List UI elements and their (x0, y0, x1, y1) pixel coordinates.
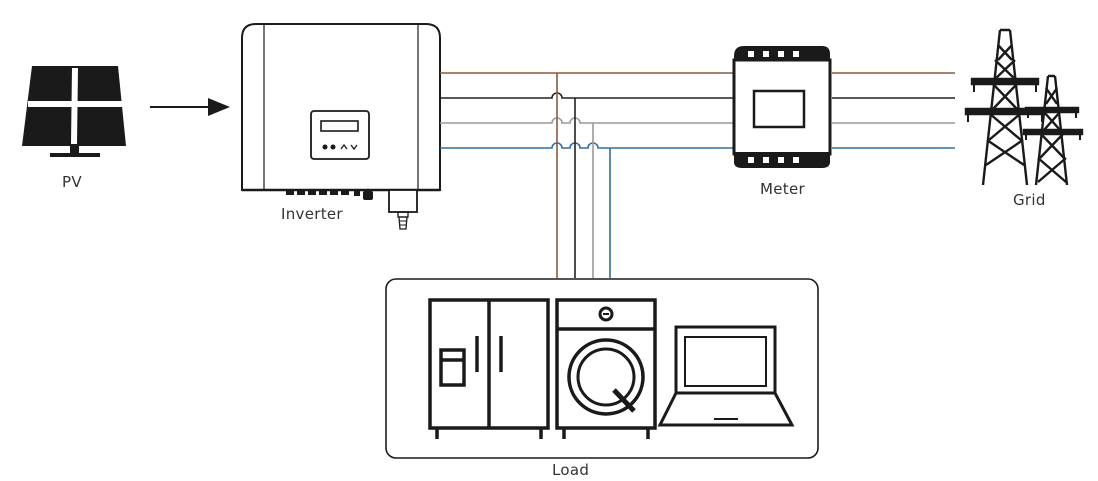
washing-machine-icon (555, 298, 657, 439)
energy-meter-icon (732, 46, 832, 168)
solar-panel-icon (22, 66, 126, 157)
arrow-right-icon (150, 98, 230, 116)
line-l3 (440, 117, 955, 124)
laptop-icon (657, 325, 795, 427)
meter-label: Meter (760, 180, 805, 198)
line-neutral (440, 142, 955, 149)
inverter-icon (241, 23, 441, 230)
line-l2 (440, 92, 955, 99)
load-box (385, 278, 819, 459)
grid-label: Grid (1013, 191, 1046, 209)
pv-label: PV (62, 173, 82, 191)
refrigerator-icon (428, 298, 550, 439)
power-lines (440, 72, 955, 278)
inverter-label: Inverter (281, 205, 343, 223)
load-label: Load (552, 461, 590, 479)
power-tower-icon (964, 28, 1084, 186)
